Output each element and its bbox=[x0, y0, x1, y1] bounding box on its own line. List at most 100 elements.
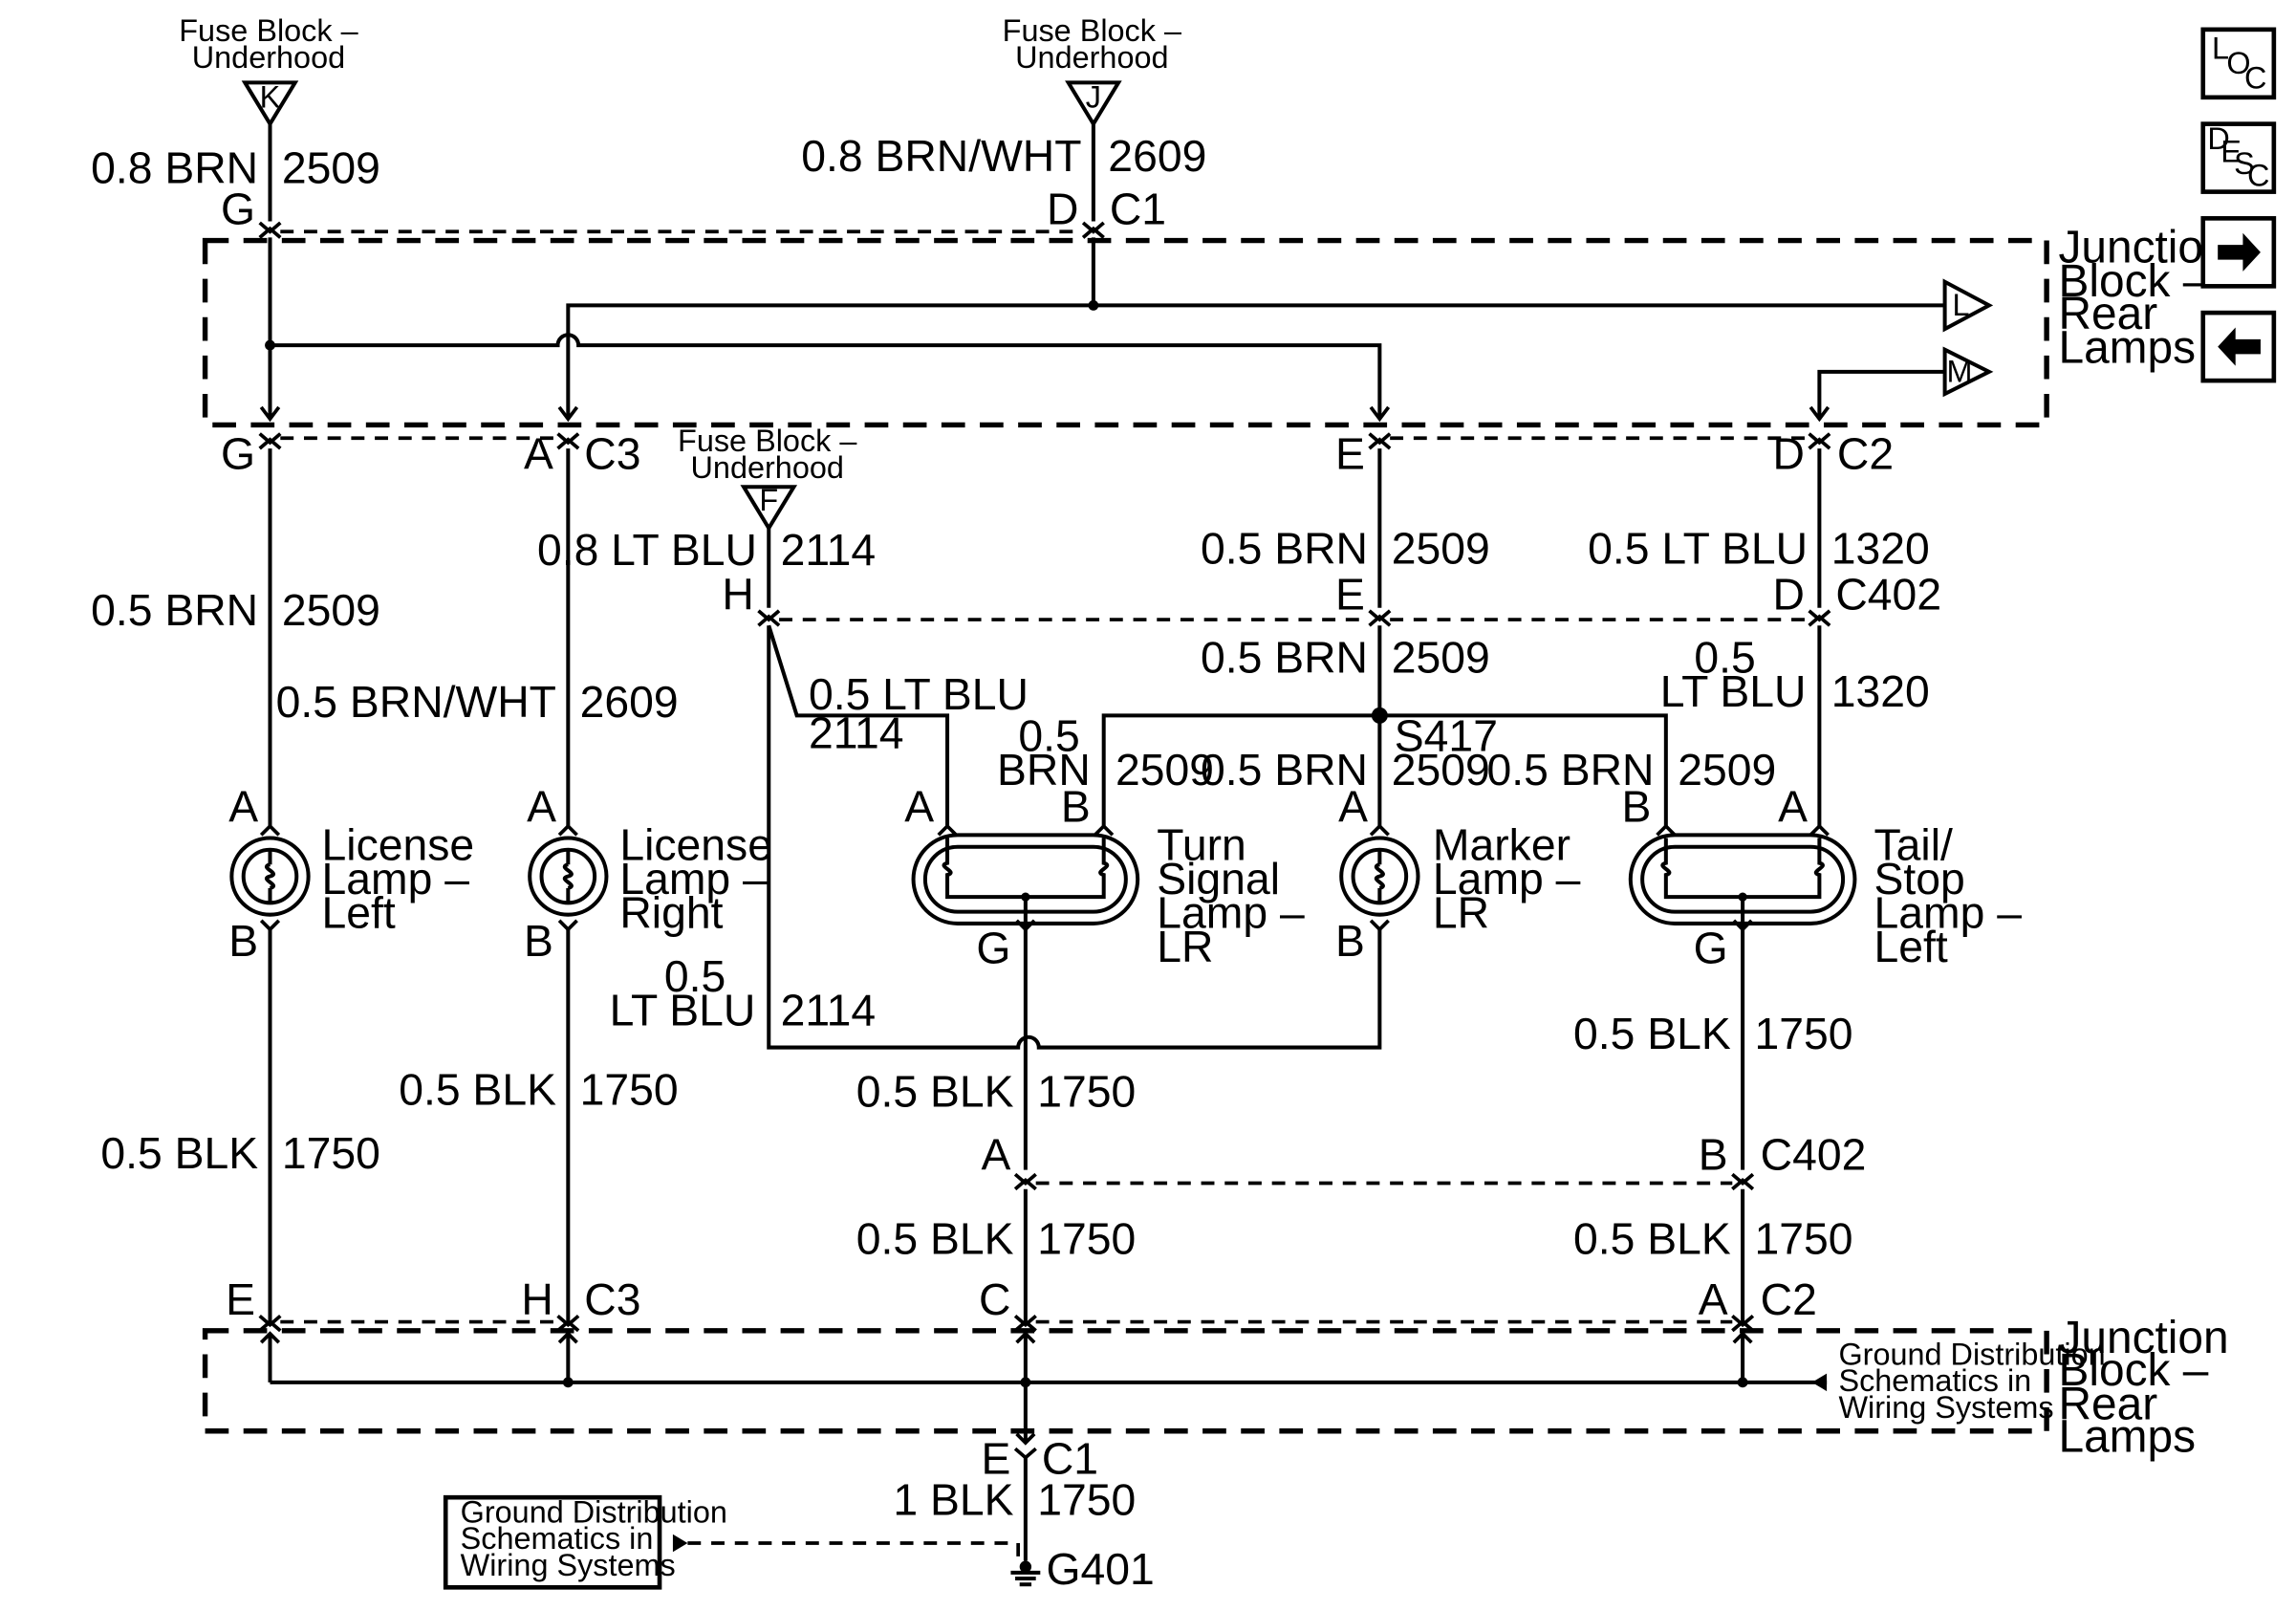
svg-text:2114: 2114 bbox=[781, 985, 877, 1034]
marker-return-2114: 0.5 LT BLU 2114 bbox=[610, 625, 1382, 1050]
svg-text:0.5 BLK: 0.5 BLK bbox=[1573, 1214, 1731, 1264]
svg-text:Junction: Junction bbox=[2058, 1313, 2228, 1363]
svg-text:0.5 BRN: 0.5 BRN bbox=[1201, 633, 1368, 683]
ground-wire-g401: E C1 1 BLK 1750 bbox=[893, 1434, 1136, 1561]
svg-text:B: B bbox=[1699, 1130, 1728, 1180]
ground-distribution-reference-box: Ground Distribution Schematics in Wiring… bbox=[443, 1494, 1021, 1590]
svg-text:M: M bbox=[1947, 355, 1973, 389]
license-lamp-right: License Lamp – Right B bbox=[524, 820, 772, 966]
svg-text:B: B bbox=[1335, 916, 1365, 966]
jb-feed-e: 0.5 BRN 2509 E bbox=[1201, 448, 1490, 619]
svg-text:0.5 BLK: 0.5 BLK bbox=[856, 1214, 1014, 1264]
svg-text:C1: C1 bbox=[1042, 1434, 1098, 1484]
svg-text:2114: 2114 bbox=[809, 708, 904, 757]
svg-text:C3: C3 bbox=[584, 429, 640, 479]
svg-text:1320: 1320 bbox=[1831, 523, 1930, 573]
svg-text:K: K bbox=[260, 80, 281, 115]
svg-text:2509: 2509 bbox=[282, 142, 380, 192]
svg-text:G: G bbox=[221, 185, 255, 234]
svg-text:LT BLU: LT BLU bbox=[1660, 666, 1807, 716]
svg-text:Fuse Block –: Fuse Block – bbox=[1003, 13, 1181, 48]
svg-text:B: B bbox=[524, 916, 553, 966]
svg-text:B: B bbox=[228, 916, 258, 966]
svg-text:Schematics in: Schematics in bbox=[461, 1521, 654, 1556]
license-lamp-left-feed: 0.5 BRN 2509 A bbox=[91, 448, 380, 831]
fuse-block-source-f: Fuse Block – Underhood F bbox=[678, 424, 856, 533]
svg-text:C1: C1 bbox=[1110, 185, 1166, 234]
junction-block-upper-label: Junction Block – Rear Lamps bbox=[2058, 223, 2228, 374]
svg-text:2114: 2114 bbox=[781, 525, 877, 575]
svg-text:D: D bbox=[1773, 569, 1805, 619]
svg-text:C: C bbox=[979, 1274, 1010, 1324]
location-view-icon[interactable]: L O C bbox=[2200, 27, 2277, 100]
svg-text:Wiring Systems: Wiring Systems bbox=[1838, 1390, 2053, 1425]
svg-text:J: J bbox=[1086, 80, 1101, 115]
svg-text:F: F bbox=[759, 483, 778, 517]
svg-text:L: L bbox=[2212, 32, 2229, 66]
description-view-icon[interactable]: D E S C bbox=[2200, 121, 2277, 194]
svg-text:A: A bbox=[228, 781, 258, 831]
svg-text:Block –: Block – bbox=[2058, 256, 2208, 307]
offpage-connector-l: L bbox=[1942, 278, 1994, 333]
ground-symbol-g401: G401 bbox=[1010, 1544, 1155, 1594]
svg-text:2509: 2509 bbox=[1392, 745, 1490, 795]
svg-text:Ground Distribution: Ground Distribution bbox=[1838, 1337, 2105, 1371]
tail-feed-1320: 0.5 LT BLU 1320 bbox=[1660, 625, 1930, 827]
c402-to-jb-ground-a: 0.5 BLK 1750 bbox=[856, 1188, 1136, 1325]
svg-text:0.5 BLK: 0.5 BLK bbox=[399, 1065, 556, 1115]
svg-text:1750: 1750 bbox=[1754, 1214, 1852, 1264]
svg-text:Lamp –: Lamp – bbox=[1874, 888, 2023, 938]
svg-text:C: C bbox=[2247, 158, 2269, 192]
svg-text:1750: 1750 bbox=[1754, 1009, 1852, 1058]
svg-text:D: D bbox=[2207, 121, 2229, 156]
svg-text:2509: 2509 bbox=[1678, 745, 1776, 795]
svg-text:E: E bbox=[982, 1434, 1011, 1484]
svg-text:A: A bbox=[527, 781, 556, 831]
svg-text:Left: Left bbox=[1874, 922, 1948, 971]
svg-text:0.5 BRN: 0.5 BRN bbox=[1486, 745, 1654, 795]
next-page-arrow-icon[interactable] bbox=[2200, 216, 2277, 289]
svg-text:E: E bbox=[1335, 569, 1365, 619]
tail-stop-lamp-left: B A G Tail/ Stop Lamp – Left bbox=[1622, 781, 2023, 972]
svg-text:O: O bbox=[2226, 46, 2250, 80]
svg-text:Lamp –: Lamp – bbox=[1157, 888, 1305, 938]
svg-text:C2: C2 bbox=[1761, 1274, 1817, 1324]
svg-text:0.5: 0.5 bbox=[664, 951, 726, 1001]
offpage-connector-m: M bbox=[1942, 346, 1994, 398]
previous-page-arrow-icon[interactable] bbox=[2200, 310, 2277, 383]
svg-text:A: A bbox=[524, 429, 553, 479]
svg-text:Signal: Signal bbox=[1157, 854, 1280, 903]
svg-text:Lamp –: Lamp – bbox=[322, 854, 470, 903]
license-lamp-right-feed: 0.5 BRN/WHT 2609 A bbox=[276, 448, 679, 831]
svg-text:2509: 2509 bbox=[282, 585, 380, 635]
svg-text:1 BLK: 1 BLK bbox=[893, 1475, 1013, 1525]
svg-text:G: G bbox=[1694, 924, 1728, 973]
svg-text:LR: LR bbox=[1157, 922, 1213, 971]
svg-text:G401: G401 bbox=[1046, 1544, 1154, 1594]
svg-text:Marker: Marker bbox=[1433, 820, 1570, 870]
svg-text:Lamps: Lamps bbox=[2058, 323, 2196, 374]
svg-text:Underhood: Underhood bbox=[691, 450, 844, 485]
svg-text:0.5 LT BLU: 0.5 LT BLU bbox=[1588, 523, 1808, 573]
svg-text:0.5 BLK: 0.5 BLK bbox=[856, 1066, 1014, 1116]
svg-text:LR: LR bbox=[1433, 888, 1489, 938]
svg-text:1320: 1320 bbox=[1831, 666, 1930, 716]
junction-block-lower bbox=[202, 1328, 2049, 1434]
ground-distribution-reference-inside: Ground Distribution Schematics in Wiring… bbox=[1838, 1337, 2105, 1425]
svg-text:S: S bbox=[2234, 146, 2255, 181]
turn-signal-lamp-lr: A B G Turn Signal Lamp – LR bbox=[904, 781, 1305, 972]
feed-wire-k: 0.8 BRN 2509 G bbox=[91, 123, 380, 234]
svg-text:H: H bbox=[722, 569, 753, 619]
junction-block-lower-label: Junction Block – Rear Lamps bbox=[2058, 1313, 2228, 1462]
splice-branch-tail: 0.5 BRN 2509 bbox=[1379, 713, 1776, 827]
svg-text:D: D bbox=[1047, 185, 1078, 234]
svg-text:1750: 1750 bbox=[1037, 1066, 1136, 1116]
jb-feed-d: 0.5 LT BLU 1320 D C402 bbox=[1588, 448, 1941, 619]
svg-text:A: A bbox=[982, 1130, 1011, 1180]
svg-text:2509: 2509 bbox=[1392, 523, 1490, 573]
svg-text:C402: C402 bbox=[1835, 569, 1941, 619]
c402-to-jb-ground-b: 0.5 BLK 1750 bbox=[1573, 1188, 1852, 1325]
turn-signal-ground: 0.5 BLK 1750 A bbox=[856, 929, 1136, 1180]
svg-text:0.5: 0.5 bbox=[1018, 710, 1079, 760]
svg-text:Junction: Junction bbox=[2058, 223, 2228, 273]
